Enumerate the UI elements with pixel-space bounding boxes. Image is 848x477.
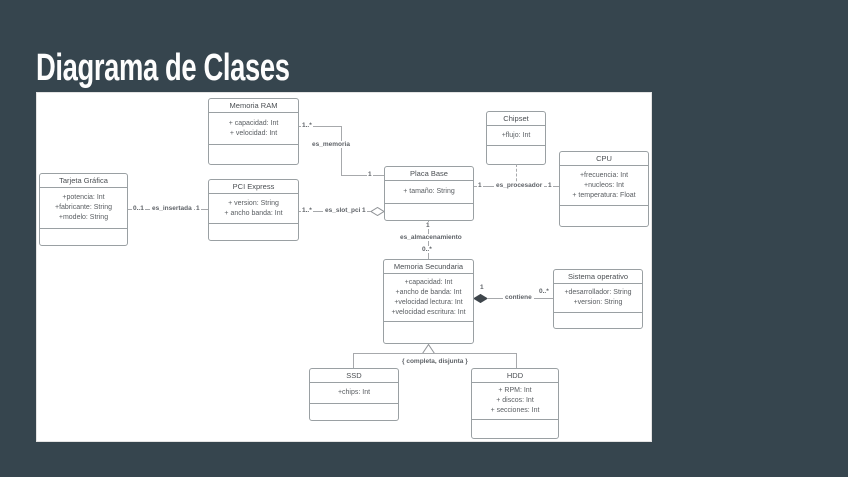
edge-line xyxy=(353,353,516,354)
class-attributes: + RPM: Int + discos: Int + secciones: In… xyxy=(472,382,558,419)
association-class-dashed-line xyxy=(516,164,517,186)
class-operations-empty xyxy=(560,205,648,226)
attribute: +chips: Int xyxy=(337,389,371,396)
attribute: + RPM: Int xyxy=(498,387,532,394)
edge-line xyxy=(516,353,517,368)
uml-class-pci-express: PCI Express + version: String + ancho ba… xyxy=(208,179,299,241)
attribute: +nucleos: Int xyxy=(584,181,624,189)
multiplicity-label: 0..1 xyxy=(132,205,145,212)
class-attributes: +capacidad: Int +ancho de banda: Int +ve… xyxy=(384,273,473,321)
attribute: +version: String xyxy=(573,299,623,306)
attribute: + temperatura: Float xyxy=(572,191,636,199)
class-attributes: +potencia: Int +fabricante: String +mode… xyxy=(40,187,127,228)
class-operations-empty xyxy=(209,223,298,240)
edge-line xyxy=(341,175,384,176)
page-title: Diagrama de Clases xyxy=(36,47,290,89)
multiplicity-label: 1 xyxy=(367,171,373,178)
diagram-canvas: Memoria RAM + capacidad: Int + velocidad… xyxy=(36,92,652,442)
multiplicity-label: 0..* xyxy=(421,246,433,253)
generalization-constraint-label: { completa, disjunta } xyxy=(400,358,470,365)
class-title: Memoria RAM xyxy=(229,100,278,110)
class-title: Chipset xyxy=(503,113,529,123)
uml-class-hdd: HDD + RPM: Int + discos: Int + secciones… xyxy=(471,368,559,439)
class-attributes: +flujo: Int xyxy=(487,125,545,145)
class-operations-empty xyxy=(384,321,473,343)
class-operations-empty xyxy=(310,403,398,420)
class-attributes: +frecuencia: Int +nucleos: Int + tempera… xyxy=(560,165,648,205)
multiplicity-label: 1..* xyxy=(301,207,313,214)
aggregation-diamond-icon xyxy=(371,207,384,216)
edge-label-es-procesador: es_procesador xyxy=(494,182,545,189)
class-operations-empty xyxy=(209,144,298,164)
attribute: + velocidad: Int xyxy=(229,129,278,137)
attribute: + discos: Int xyxy=(496,397,534,404)
edge-line xyxy=(299,126,341,127)
edge-label-es-almacenamiento: es_almacenamiento xyxy=(398,234,464,241)
class-title: Placa Base xyxy=(410,168,448,178)
class-attributes: +chips: Int xyxy=(310,382,398,403)
class-attributes: + capacidad: Int + velocidad: Int xyxy=(209,112,298,144)
edge-label-es-insertada: es_insertada xyxy=(150,205,194,212)
class-title: Sistema operativo xyxy=(567,271,629,281)
class-operations-empty xyxy=(385,203,473,220)
class-attributes: + version: String + ancho banda: Int xyxy=(209,193,298,223)
attribute: + secciones: Int xyxy=(490,407,540,414)
class-operations-empty xyxy=(487,145,545,164)
attribute: +velocidad escritura: Int xyxy=(391,308,466,316)
class-title: PCI Express xyxy=(232,181,275,191)
attribute: + ancho banda: Int xyxy=(224,209,283,217)
multiplicity-label: 1 xyxy=(477,182,483,189)
attribute: + version: String xyxy=(228,199,279,207)
class-operations-empty xyxy=(40,228,127,245)
attribute: +velocidad lectura: Int xyxy=(394,298,463,306)
multiplicity-label: 1 xyxy=(425,222,431,229)
uml-class-memoria-secundaria: Memoria Secundaria +capacidad: Int +anch… xyxy=(383,259,474,344)
edge-line xyxy=(353,353,354,368)
class-title: Memoria Secundaria xyxy=(393,261,464,271)
attribute: +ancho de banda: Int xyxy=(395,288,462,296)
attribute: + tamaño: String xyxy=(403,188,455,195)
uml-class-memoria-ram: Memoria RAM + capacidad: Int + velocidad… xyxy=(208,98,299,165)
attribute: +potencia: Int xyxy=(62,194,105,201)
composition-diamond-icon xyxy=(474,294,487,303)
edge-label-contiene: contiene xyxy=(503,294,534,301)
edge-label-es-slot-pci: es_slot_pci xyxy=(323,207,363,214)
attribute: +frecuencia: Int xyxy=(579,171,629,179)
multiplicity-label: 0..* xyxy=(538,288,550,295)
multiplicity-label: 1 xyxy=(479,284,485,291)
multiplicity-label: 1 xyxy=(195,205,201,212)
multiplicity-label: 1..* xyxy=(301,122,313,129)
class-attributes: +desarrollador: String +version: String xyxy=(554,283,642,312)
attribute: + capacidad: Int xyxy=(228,119,279,127)
attribute: +capacidad: Int xyxy=(404,278,453,286)
class-operations-empty xyxy=(554,312,642,328)
uml-class-placa-base: Placa Base + tamaño: String xyxy=(384,166,474,221)
uml-class-chipset: Chipset +flujo: Int xyxy=(486,111,546,165)
uml-class-cpu: CPU +frecuencia: Int +nucleos: Int + tem… xyxy=(559,151,649,227)
class-attributes: + tamaño: String xyxy=(385,180,473,203)
class-title: CPU xyxy=(596,153,612,163)
uml-class-ssd: SSD +chips: Int xyxy=(309,368,399,421)
multiplicity-label: 1 xyxy=(547,182,553,189)
class-title: Tarjeta Gráfica xyxy=(59,175,108,185)
attribute: +modelo: String xyxy=(58,214,109,221)
uml-class-sistema-operativo: Sistema operativo +desarrollador: String… xyxy=(553,269,643,329)
edge-label-es-memoria: es_memoria xyxy=(310,141,352,148)
class-operations-empty xyxy=(472,419,558,438)
attribute: +fabricante: String xyxy=(54,204,112,211)
class-title: HDD xyxy=(506,370,524,380)
attribute: +flujo: Int xyxy=(501,131,531,139)
attribute: +desarrollador: String xyxy=(564,289,632,296)
uml-class-tarjeta-grafica: Tarjeta Gráfica +potencia: Int +fabrican… xyxy=(39,173,128,246)
edge-line xyxy=(341,126,342,175)
multiplicity-label: 1 xyxy=(361,207,367,214)
class-title: SSD xyxy=(346,370,362,380)
